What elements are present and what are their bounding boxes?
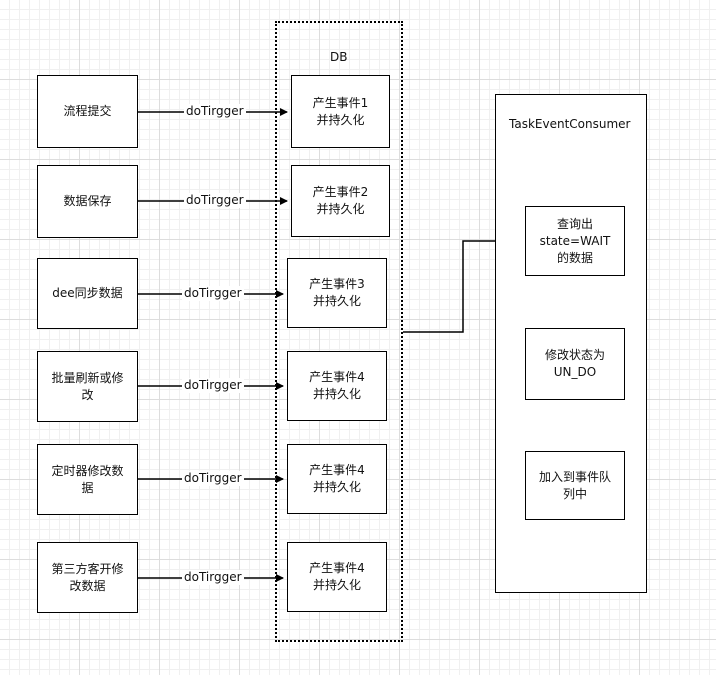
db-container — [275, 21, 403, 642]
event-box-3: 产生事件3 并持久化 — [287, 258, 387, 328]
source-box-1: 流程提交 — [37, 75, 138, 148]
consumer-title: TaskEventConsumer — [509, 117, 631, 131]
consumer-step-enqueue: 加入到事件队 列中 — [525, 451, 625, 520]
edge-label-2: doTirgger — [184, 193, 246, 208]
event-box-5: 产生事件4 并持久化 — [287, 444, 387, 514]
edge-label-4: doTirgger — [182, 378, 244, 393]
consumer-step-update-state: 修改状态为 UN_DO — [525, 328, 625, 400]
edge-label-5: doTirgger — [182, 471, 244, 486]
source-box-6: 第三方客开修 改数据 — [37, 542, 138, 613]
source-box-4: 批量刷新或修 改 — [37, 351, 138, 422]
edge-label-1: doTirgger — [184, 104, 246, 119]
event-box-6: 产生事件4 并持久化 — [287, 542, 387, 612]
source-box-3: dee同步数据 — [37, 258, 138, 329]
event-box-1: 产生事件1 并持久化 — [291, 75, 390, 148]
source-box-5: 定时器修改数 据 — [37, 444, 138, 515]
event-box-2: 产生事件2 并持久化 — [291, 165, 390, 237]
db-title: DB — [330, 50, 348, 64]
edge-label-6: doTirgger — [182, 570, 244, 585]
event-box-4: 产生事件4 并持久化 — [287, 351, 387, 421]
source-box-2: 数据保存 — [37, 165, 138, 238]
consumer-step-query: 查询出 state=WAIT 的数据 — [525, 206, 625, 276]
edge-label-3: doTirgger — [182, 286, 244, 301]
db-to-consumer-arrow — [403, 237, 522, 333]
